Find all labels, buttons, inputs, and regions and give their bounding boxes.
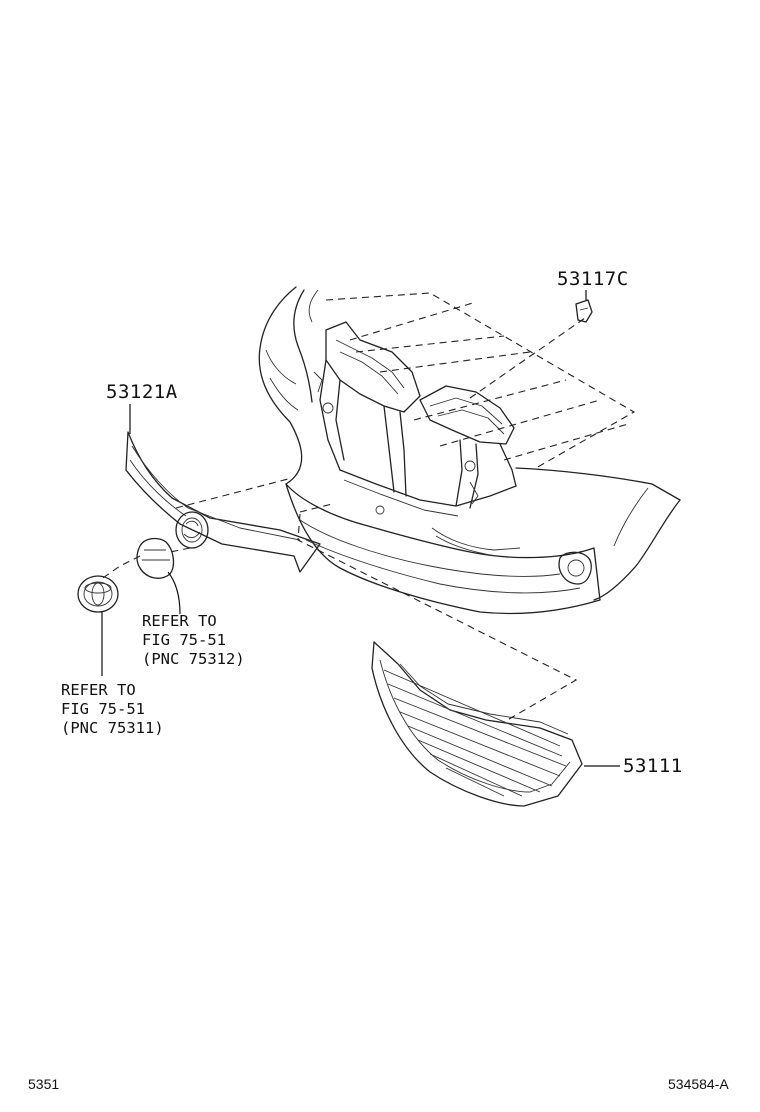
ref-note-lower-line3: (PNC 75311) xyxy=(61,719,164,737)
ref-note-lower-line1: REFER TO xyxy=(61,681,136,699)
part-label-53121a: 53121A xyxy=(106,381,178,403)
part-label-53117c: 53117C xyxy=(557,268,629,290)
footer-right-code: 534584-A xyxy=(668,1076,729,1092)
ref-note-upper: REFER TO FIG 75-51 (PNC 75312) xyxy=(142,612,245,669)
assembly-guides-upper xyxy=(325,292,636,469)
lower-grille-53111 xyxy=(371,641,583,807)
ref-note-lower: REFER TO FIG 75-51 (PNC 75311) xyxy=(61,681,164,738)
ref-note-upper-line1: REFER TO xyxy=(142,612,217,630)
assembly-guides-grille xyxy=(99,477,333,581)
clip-53117c xyxy=(575,299,593,323)
ref-note-lower-line2: FIG 75-51 xyxy=(61,700,145,718)
footer-left-code: 5351 xyxy=(28,1076,60,1092)
front-bumper-cover xyxy=(258,286,681,615)
radiator-support xyxy=(313,321,517,517)
ref-note-upper-line2: FIG 75-51 xyxy=(142,631,226,649)
ref-note-upper-line3: (PNC 75312) xyxy=(142,650,245,668)
leader-lines xyxy=(101,290,620,767)
upper-grille-53121a xyxy=(125,431,321,573)
assembly-guides-lower-grille xyxy=(297,513,578,723)
toyota-emblem xyxy=(77,575,119,613)
part-label-53111: 53111 xyxy=(623,755,683,777)
